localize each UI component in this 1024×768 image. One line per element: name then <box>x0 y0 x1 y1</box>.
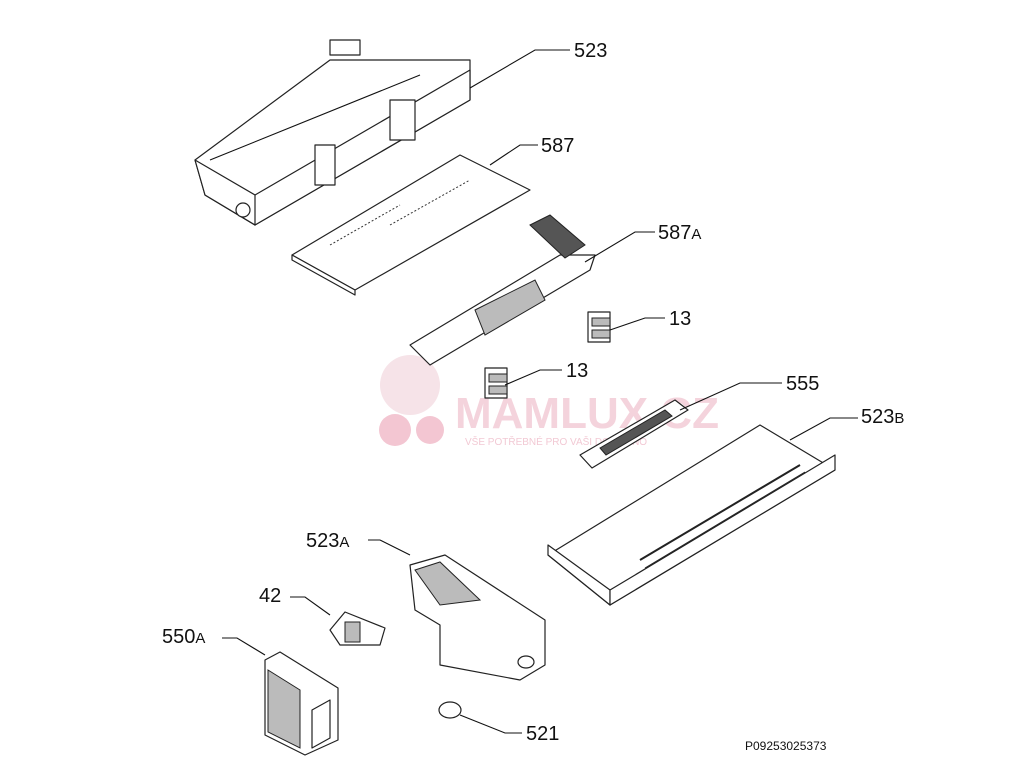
label-42: 42 <box>259 585 281 607</box>
watermark-heart-left <box>379 414 411 446</box>
label-13-a: 13 <box>669 308 691 330</box>
part-521-ring <box>438 701 462 719</box>
watermark-mascot-head <box>380 355 440 415</box>
label-523B: 523B <box>861 406 904 428</box>
part-550A-cap <box>264 651 339 756</box>
part-523A-end-cap <box>409 554 546 681</box>
part-587A-display-board <box>409 214 596 366</box>
label-523A: 523A <box>306 530 349 552</box>
label-521: 521 <box>526 723 559 745</box>
part-13-clip-b <box>484 367 508 399</box>
label-587A: 587A <box>658 222 701 244</box>
part-587-board <box>291 154 531 296</box>
label-555: 555 <box>786 373 819 395</box>
part-555-light-cover <box>579 399 689 469</box>
part-523-housing <box>194 39 471 226</box>
label-13-b: 13 <box>566 360 588 382</box>
label-587: 587 <box>541 135 574 157</box>
part-42-connector <box>329 611 386 646</box>
part-523B-base-tray <box>547 424 836 606</box>
label-550A: 550A <box>162 626 205 648</box>
watermark: MAMLUX.CZ VŠE POTŘEBNÉ PRO VAŠI DOMÁCNO <box>379 355 719 448</box>
drawing-code: P09253025373 <box>745 739 827 753</box>
leader-lines <box>222 49 858 734</box>
label-523: 523 <box>574 40 607 62</box>
watermark-heart-right <box>416 416 444 444</box>
part-13-clip-a <box>587 311 611 343</box>
